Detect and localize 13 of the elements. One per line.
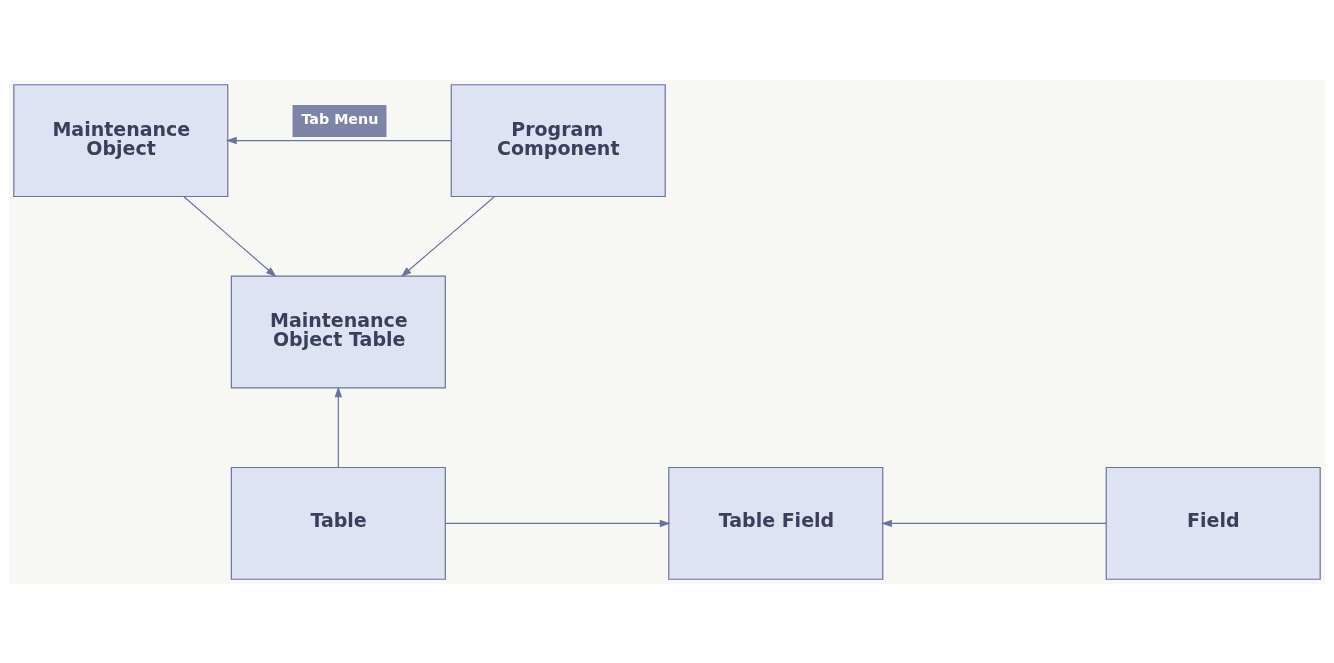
arrow: [183, 195, 277, 277]
node-box: Field: [1105, 466, 1321, 580]
arrow: [400, 195, 495, 277]
edge-label: Tab Menu: [301, 110, 379, 127]
arrow: [226, 136, 452, 144]
node-box: Program Component: [450, 83, 666, 197]
node-box: Maintenance Object: [13, 83, 229, 197]
node-box: Table Field: [668, 466, 884, 580]
node-box: Maintenance Object Table: [230, 275, 446, 388]
node-box: Table: [230, 466, 446, 580]
arrow: [444, 519, 671, 527]
arrow: [334, 386, 343, 468]
arrow: [881, 519, 1107, 527]
